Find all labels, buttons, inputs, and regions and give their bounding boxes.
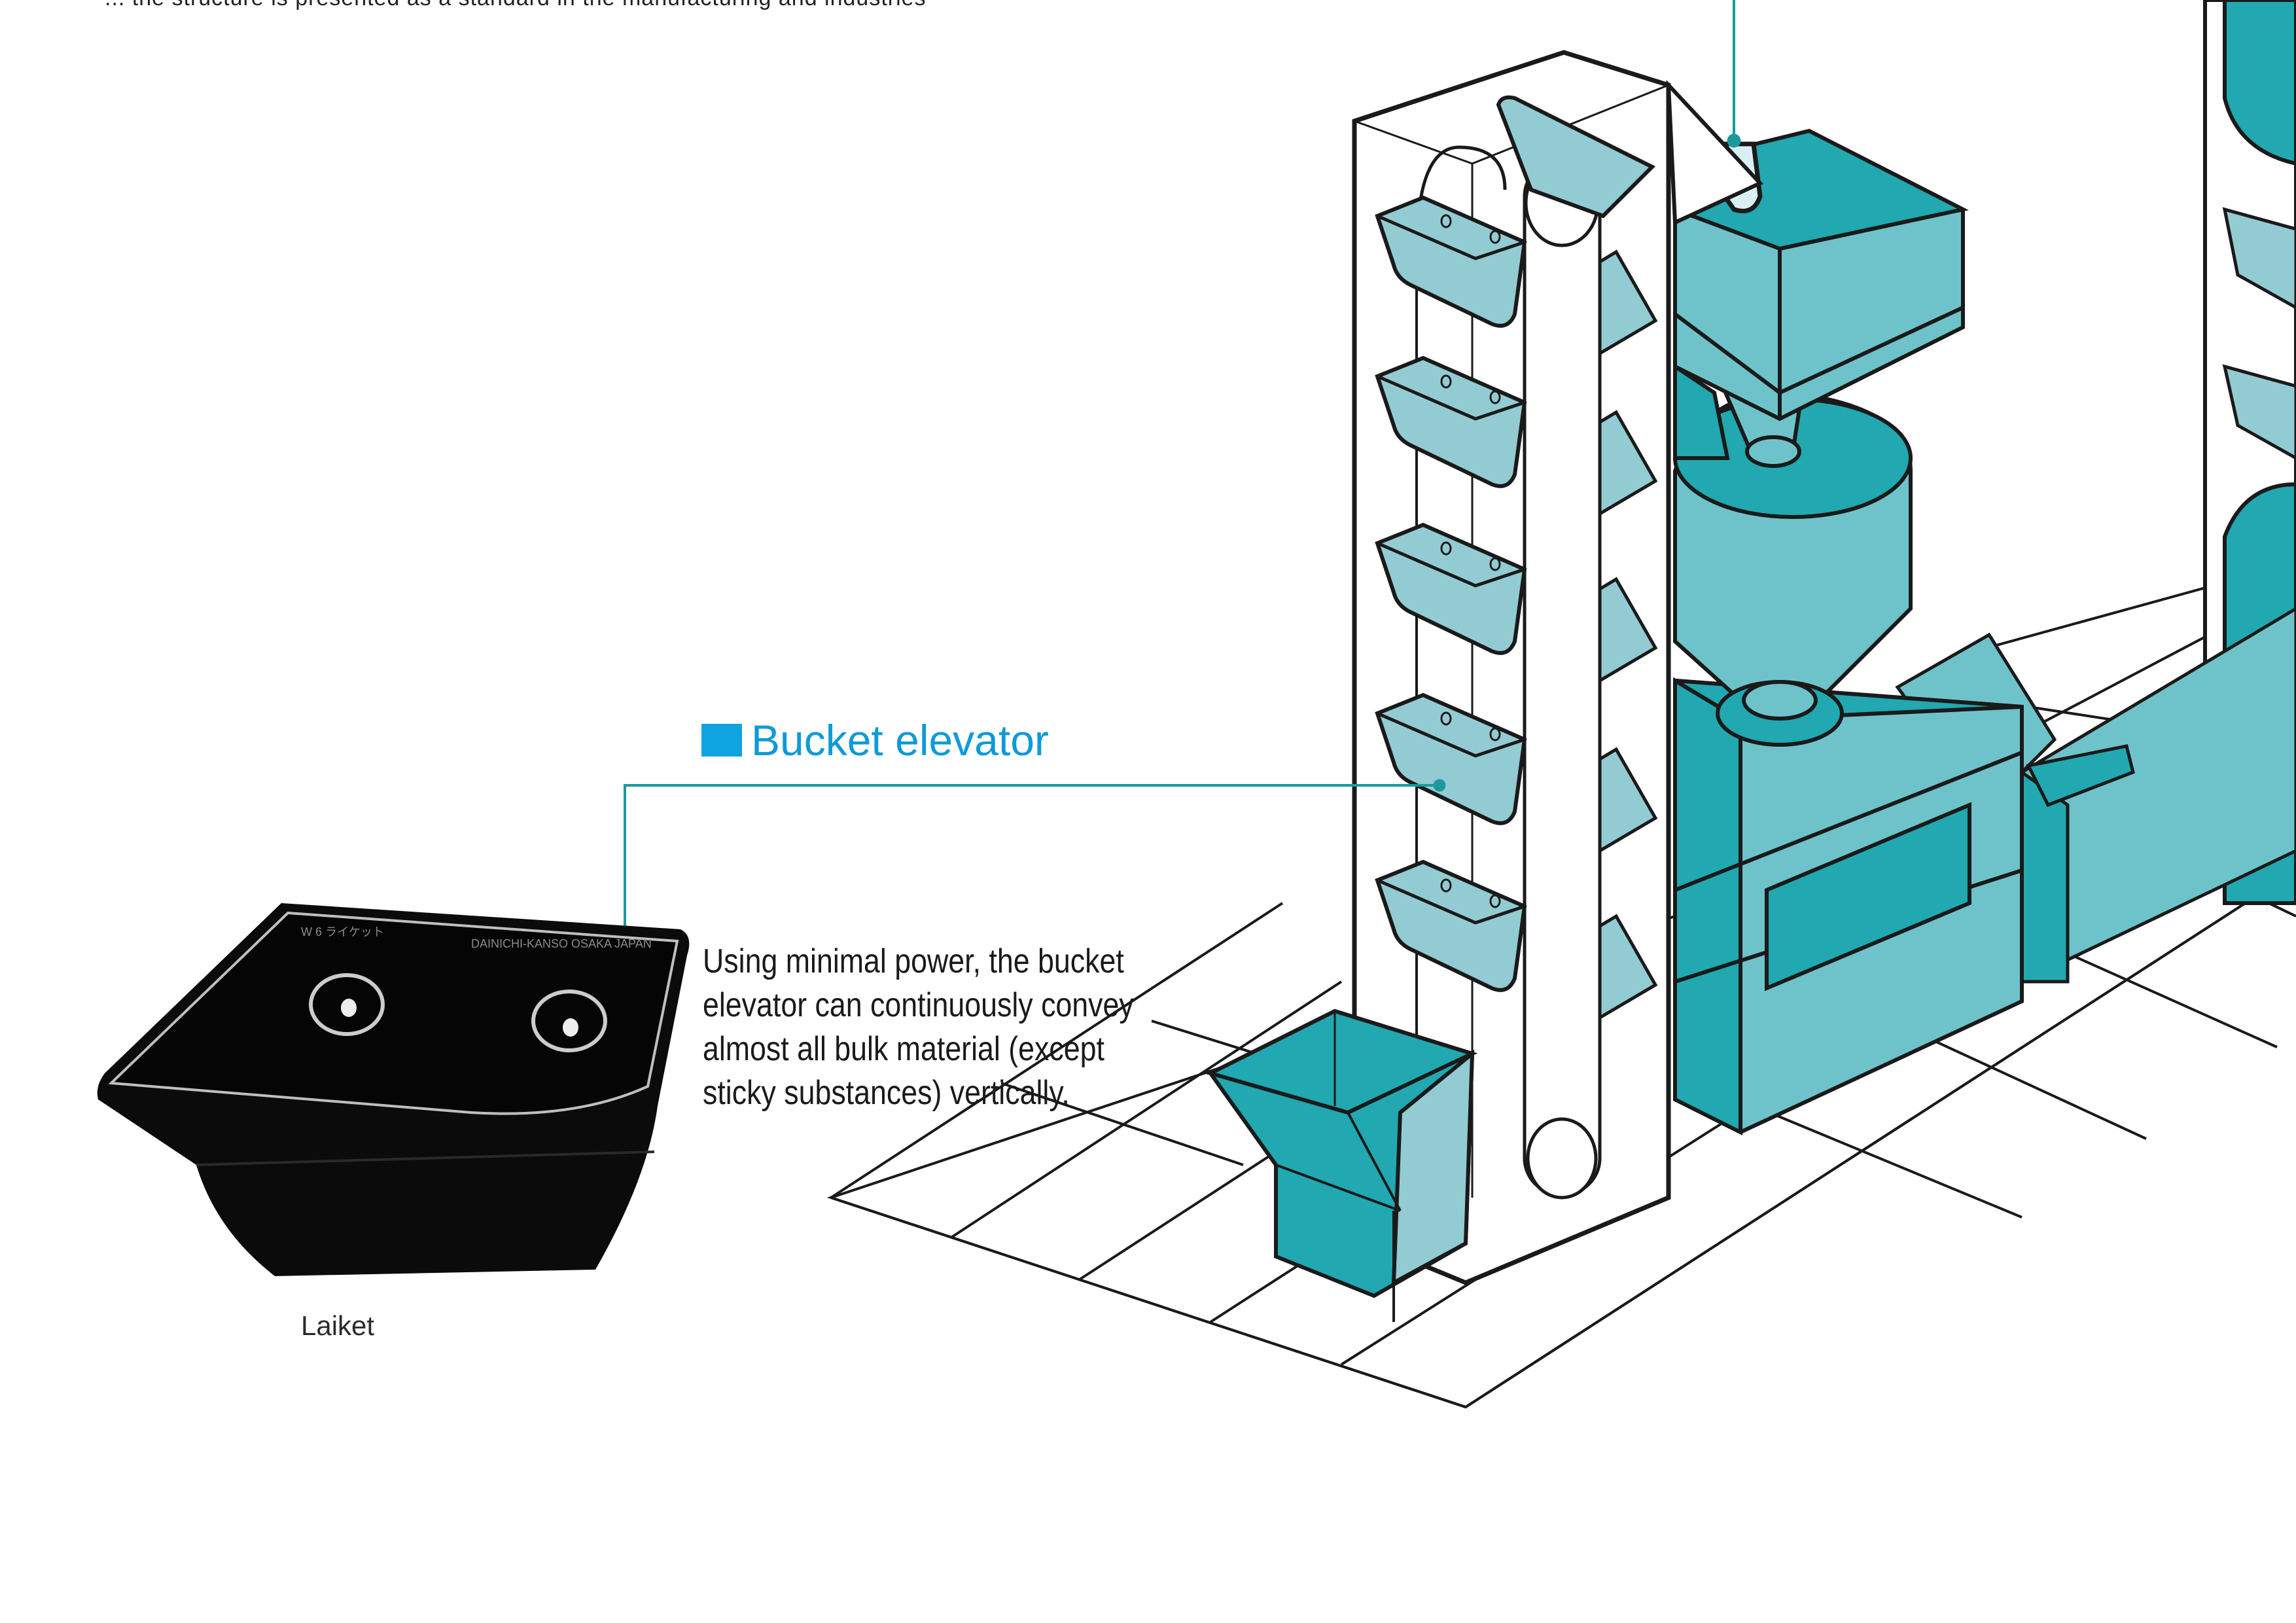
bucket	[1375, 355, 1527, 488]
bucket-return	[1598, 914, 1658, 1021]
bucket-return	[1598, 249, 1658, 357]
heading-square-icon	[701, 724, 742, 757]
bucket-discharging	[1496, 95, 1656, 219]
bucket-return	[1598, 410, 1658, 517]
bucket	[1375, 859, 1527, 992]
bucket-imprint-model: W 6 ライケット	[301, 925, 384, 938]
laiket-bucket-photo: W 6 ライケット DAINICHI-KANSO OSAKA JAPAN	[97, 903, 690, 1276]
bucket-imprint-maker: DAINICHI-KANSO OSAKA JAPAN	[471, 937, 652, 950]
inlet-hopper	[1205, 1008, 1478, 1322]
bucket	[1375, 522, 1527, 655]
cut-off-top-text: ... the structure is presented as a stan…	[105, 0, 927, 11]
description-line: almost all bulk material (except	[703, 1030, 1104, 1068]
bucket-return	[1598, 747, 1658, 854]
bucket	[1375, 692, 1527, 825]
photo-caption: Laiket	[301, 1310, 375, 1341]
description-line: sticky substances) vertically.	[703, 1074, 1070, 1112]
leader-lines	[624, 0, 1741, 950]
description-line: Using minimal power, the bucket	[703, 942, 1124, 980]
bucket-return	[1598, 577, 1658, 684]
description-text: Using minimal power, the bucket elevator…	[703, 940, 1187, 1115]
elevator-buckets	[1375, 95, 1658, 1021]
cyclone-machine	[1673, 127, 2024, 1135]
description-line: elevator can continuously convey	[703, 986, 1134, 1024]
section-title: Bucket elevator	[751, 716, 1049, 764]
section-heading: Bucket elevator	[701, 719, 1049, 762]
elevator-casing	[1352, 50, 1764, 1285]
bucket	[1375, 195, 1527, 328]
